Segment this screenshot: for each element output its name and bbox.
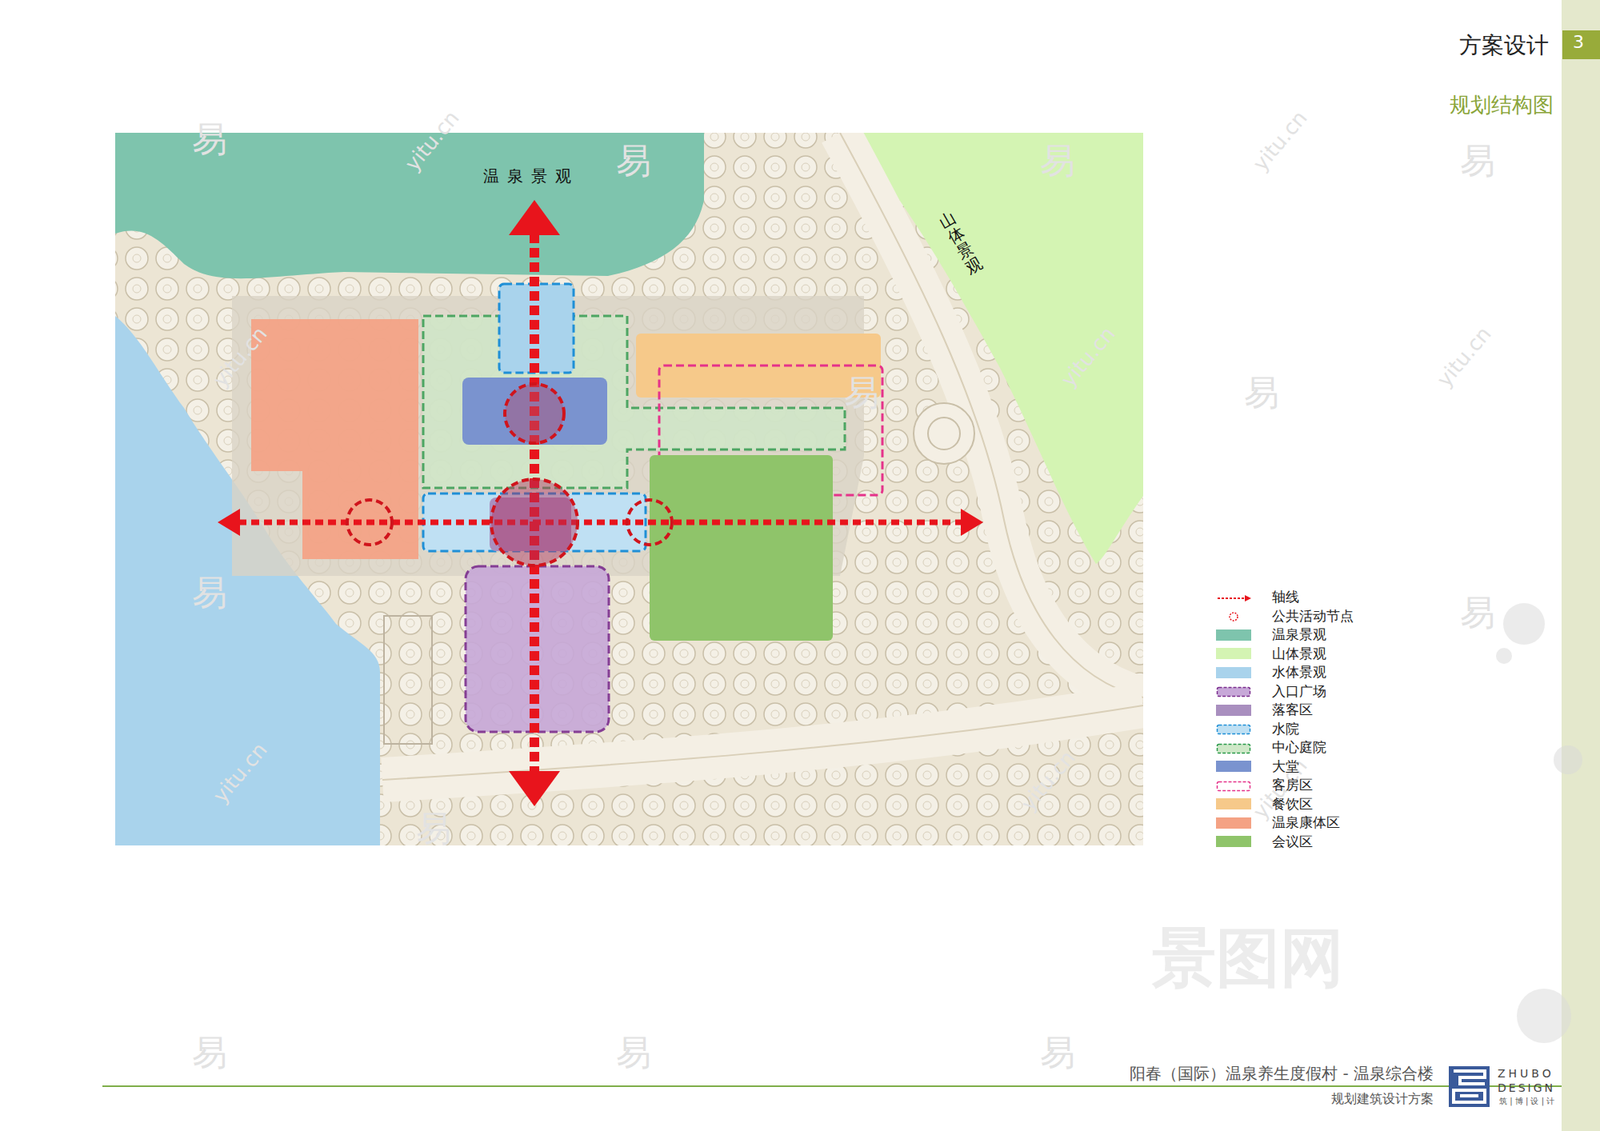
axis-lines [217,200,984,807]
subtitle: 规划结构图 [1449,92,1554,118]
watermark: 易 [1040,1032,1076,1075]
footer-title: 阳春（国际）温泉养生度假村 - 温泉综合楼 [1129,1064,1434,1084]
legend-row: 中心庭院 [1216,738,1354,758]
legend-symbol-graphic [1216,611,1252,623]
legend-row: 水院 [1216,720,1354,740]
legend-row: 温泉康体区 [1216,813,1354,833]
watermark: 易 [1244,372,1280,415]
watermark: 易 [1460,592,1496,635]
lobby [462,377,608,445]
page-heading: 方案设计 [1459,30,1549,61]
map-label: 温泉景观 [483,166,580,186]
legend-label: 山体景观 [1272,644,1327,664]
activity-nodes [347,384,672,566]
legend-swatch [1216,798,1252,810]
legend-label: 落客区 [1272,700,1313,720]
legend-symbol [1216,685,1252,697]
watermark: yitu.cn [1432,321,1497,392]
legend-swatch [1216,704,1252,716]
legend-row: 温泉景观 [1216,625,1354,645]
page-tab [1562,30,1600,60]
legend-symbol-graphic [1216,724,1252,736]
map [115,132,1144,846]
legend-label: 公共活动节点 [1272,607,1354,626]
legend-row: 客房区 [1216,776,1354,796]
watermark: 易 [1460,140,1496,183]
legend-row: 水体景观 [1216,663,1354,683]
legend-label: 轴线 [1272,588,1300,607]
legend-row: 餐饮区 [1216,795,1354,815]
entrance-plaza [465,566,609,732]
watermark: 易 [192,118,228,161]
legend-swatch [1216,817,1252,829]
legend-label: 温泉康体区 [1272,813,1340,832]
legend-label: 大堂 [1272,757,1300,776]
legend-label: 温泉景观 [1272,625,1327,644]
watermark: 易 [192,572,228,615]
logo-text: DESIGN [1497,1081,1556,1096]
legend-symbol [1216,723,1252,735]
legend-label: 水体景观 [1272,663,1327,682]
conference-zone [649,455,833,641]
watermark: 易 [616,140,652,183]
ink-splash [1496,603,1583,1044]
legend-symbol-graphic [1216,592,1252,604]
watermark: 易 [616,1032,652,1075]
legend-symbol [1216,610,1252,622]
legend: 轴线公共活动节点温泉景观山体景观水体景观入口广场落客区水院中心庭院大堂客房区餐饮… [1216,588,1354,852]
legend-swatch [1216,836,1252,848]
legend-symbol-graphic [1216,743,1252,755]
watermark: yitu.cn [1248,105,1313,176]
legend-row: 轴线 [1216,588,1354,608]
legend-label: 水院 [1272,720,1300,739]
logo-mark [1448,1066,1490,1108]
legend-symbol-graphic [1216,780,1252,792]
watermark: 景图网 [1152,920,1344,997]
side-bar [1561,0,1600,1131]
legend-label: 会议区 [1272,832,1313,852]
legend-symbol [1216,592,1252,604]
legend-row: 入口广场 [1216,682,1354,702]
legend-swatch [1216,629,1252,641]
legend-label: 中心庭院 [1272,738,1327,757]
legend-symbol [1216,780,1252,792]
legend-row: 公共活动节点 [1216,607,1354,627]
legend-label: 入口广场 [1272,682,1327,701]
logo-text: ZHUBO [1497,1067,1555,1081]
legend-row: 大堂 [1216,757,1354,777]
legend-symbol-graphic [1216,686,1252,698]
watermark: 易 [416,808,452,851]
legend-label: 餐饮区 [1272,795,1313,814]
legend-swatch [1216,648,1252,660]
watermark: 易 [844,372,880,415]
footer-subtitle: 规划建筑设计方案 [1331,1091,1434,1107]
watermark: 易 [1040,140,1076,183]
page-number: 3 [1572,32,1584,53]
logo-text: 筑 | 博 | 设 | 计 [1499,1096,1555,1107]
legend-symbol [1216,742,1252,754]
legend-label: 客房区 [1272,776,1313,795]
legend-row: 会议区 [1216,832,1354,852]
footer-rule [102,1085,1562,1088]
watermark: 易 [192,1032,228,1075]
legend-swatch [1216,760,1252,772]
legend-row: 落客区 [1216,700,1354,720]
legend-swatch [1216,667,1252,679]
legend-row: 山体景观 [1216,644,1354,664]
